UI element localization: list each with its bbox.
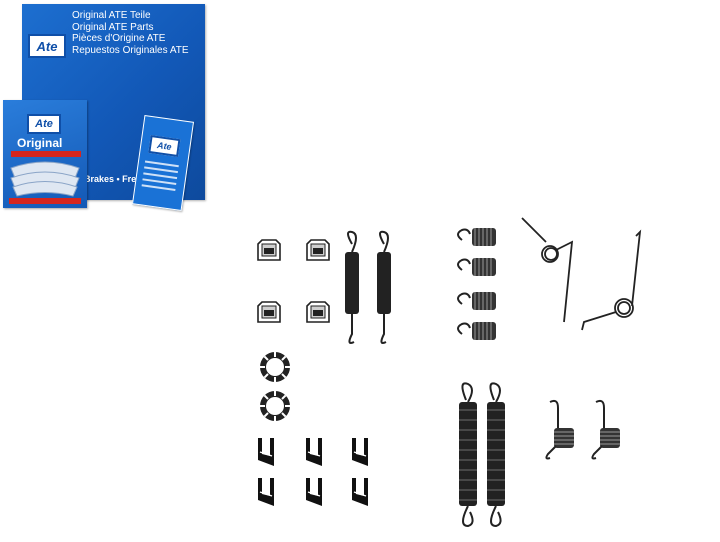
u-clip xyxy=(351,477,369,507)
brake-pads-image xyxy=(10,161,80,197)
return-spring xyxy=(459,382,477,528)
shoe-clip xyxy=(306,239,330,261)
torsion-spring xyxy=(581,229,642,331)
short-spring xyxy=(457,291,497,311)
tagline-line: Original ATE Teile xyxy=(72,10,151,21)
tagline: Original ATE Teile Original ATE Parts Pi… xyxy=(72,10,189,56)
ate-logo: Ate xyxy=(28,34,66,58)
return-spring xyxy=(487,382,505,528)
long-spring xyxy=(345,230,359,344)
u-clip xyxy=(257,477,275,507)
shoe-clip xyxy=(306,301,330,323)
tagline-line: Pièces d'Origine ATE xyxy=(72,33,166,44)
short-spring xyxy=(457,257,497,277)
star-washer xyxy=(259,390,291,422)
shoe-clip xyxy=(257,301,281,323)
u-clip xyxy=(305,477,323,507)
u-clip xyxy=(257,437,275,467)
hook-spring xyxy=(591,399,621,460)
long-spring xyxy=(377,230,391,344)
hook-spring xyxy=(545,399,575,460)
red-strip xyxy=(9,198,81,204)
u-clip xyxy=(305,437,323,467)
ate-logo-small: Ate xyxy=(27,114,61,134)
small-box-title: Original xyxy=(17,136,63,150)
small-product-box: Ate Original xyxy=(3,100,87,208)
torsion-spring xyxy=(521,217,574,323)
short-spring xyxy=(457,227,497,247)
short-spring xyxy=(457,321,497,341)
tagline-line: Original ATE Parts xyxy=(72,21,154,33)
star-washer xyxy=(259,351,291,383)
shoe-clip xyxy=(257,239,281,261)
tagline-line: Repuestos Originales ATE xyxy=(72,44,189,56)
u-clip xyxy=(351,437,369,467)
red-strip xyxy=(11,151,81,157)
